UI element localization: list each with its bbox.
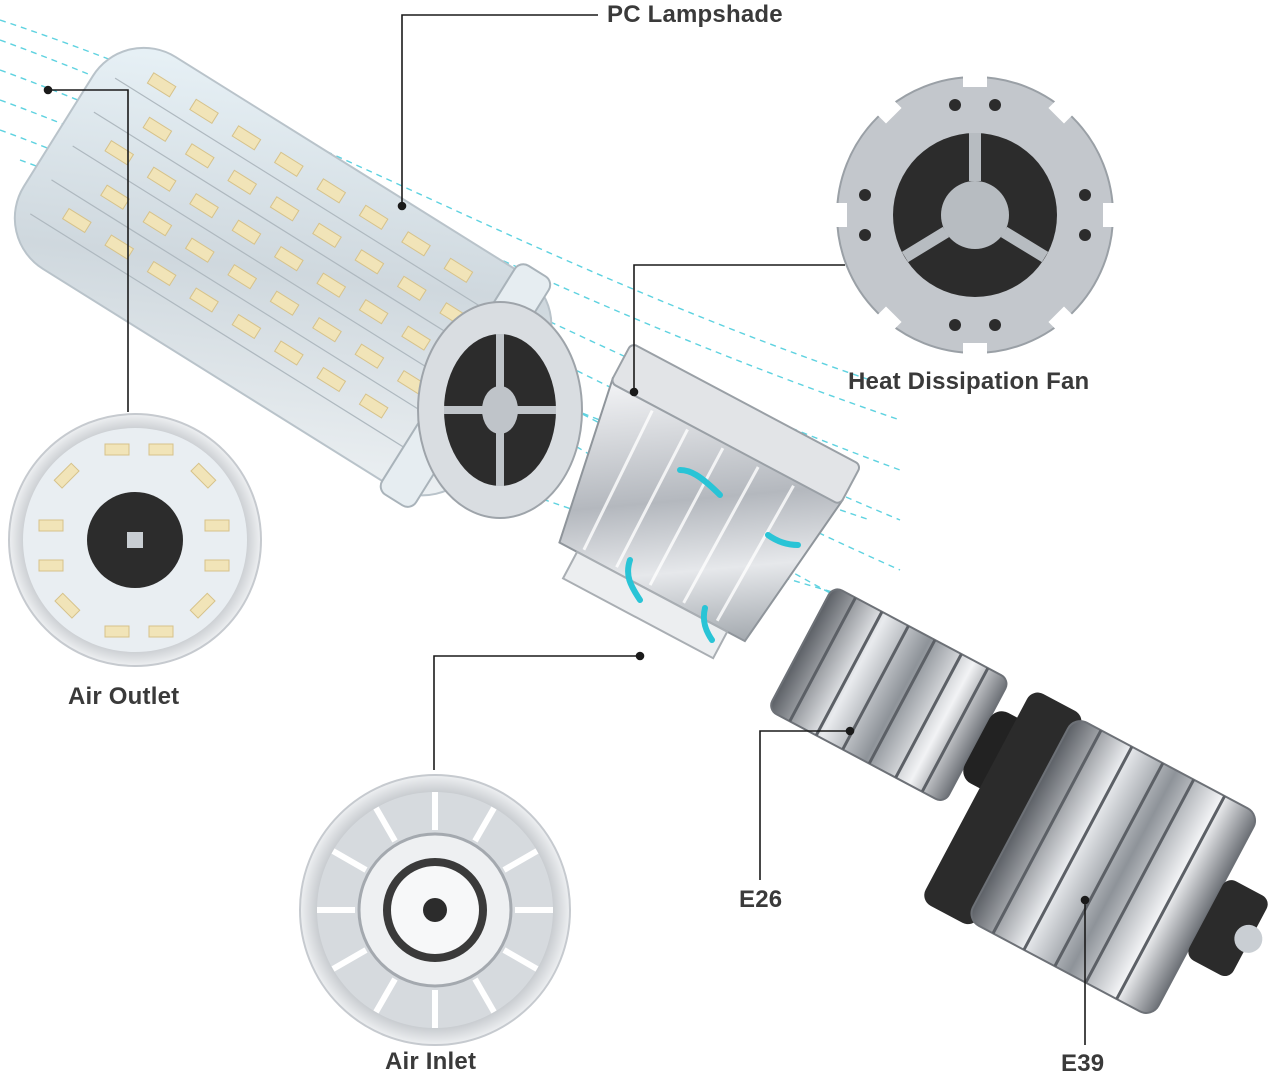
label-heat-dissipation-fan: Heat Dissipation Fan — [848, 368, 1090, 395]
lampshade-end-fan — [417, 301, 583, 519]
label-pc-lampshade: PC Lampshade — [607, 1, 783, 28]
callout-dot-air-outlet — [43, 85, 53, 95]
air-inlet-inset — [299, 774, 571, 1046]
callout-heat-dissipation-fan — [633, 264, 845, 392]
callout-dot-e39 — [1080, 895, 1090, 905]
e39-adapter — [924, 692, 1268, 1014]
callout-lines — [43, 14, 1090, 1045]
callout-air-outlet — [48, 89, 129, 412]
pc-lampshade — [13, 46, 583, 519]
label-air-inlet: Air Inlet — [385, 1048, 477, 1075]
aluminum-heatsink-housing — [558, 344, 861, 660]
airflow-arrows — [625, 467, 801, 643]
callout-e26 — [759, 730, 850, 880]
callout-air-inlet — [433, 655, 640, 770]
callout-pc-lampshade — [401, 14, 598, 206]
callout-dot-e26 — [845, 726, 855, 736]
label-e26: E26 — [739, 886, 783, 913]
label-e39: E39 — [1061, 1050, 1105, 1077]
callout-dot-pc-lampshade — [397, 201, 407, 211]
label-air-outlet: Air Outlet — [68, 683, 180, 710]
led-chip-rows — [61, 72, 474, 419]
air-outlet-inset — [8, 413, 262, 667]
callout-dot-heat-dissipation-fan — [629, 387, 639, 397]
heat-dissipation-fan — [825, 65, 1125, 365]
callout-dot-air-inlet — [635, 651, 645, 661]
